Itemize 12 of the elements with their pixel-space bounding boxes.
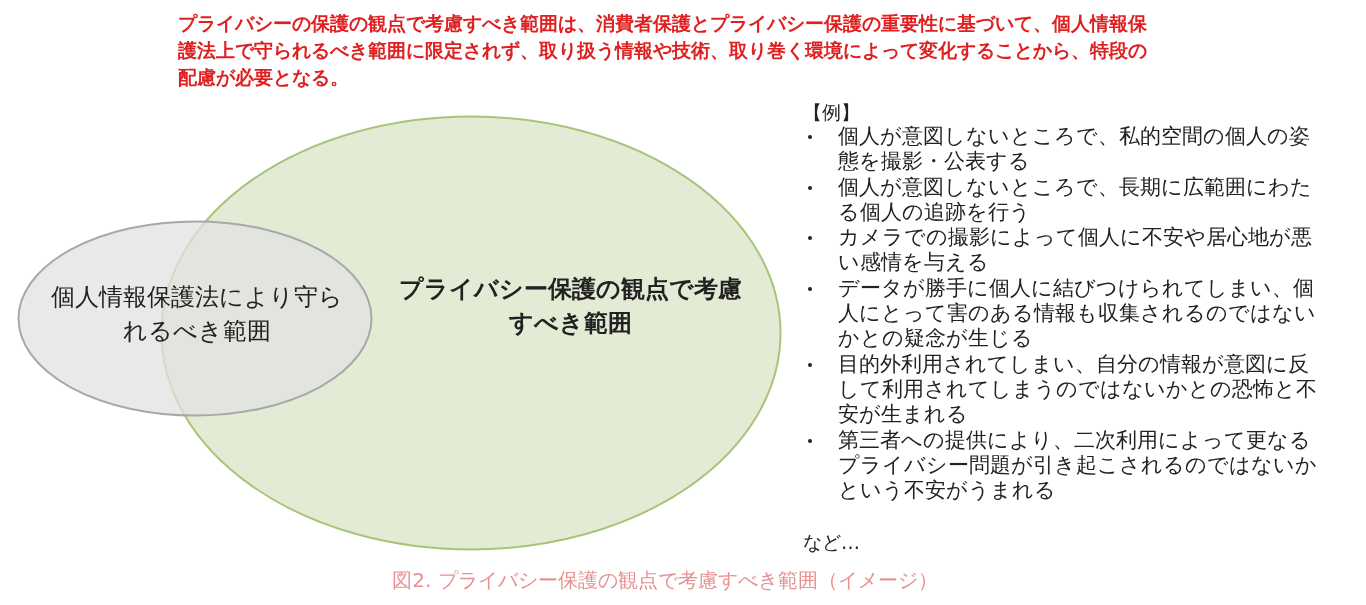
note-text: プライバシーの保護の観点で考慮すべき範囲は、消費者保護とプライバシー保護の重要性に基づいて、個人情報保護法上で守られるべき範囲に限定されず、取り扱う情報や技術、取り巻く環境によって変化することから、特段の配慮が必要となる。 (178, 11, 1148, 90)
region-label: 個人情報保護法により守られるべき範囲 (50, 282, 344, 347)
bullet-item: 個人が意図しないところで、長期に広範囲にわたる個人の追跡を行う (808, 174, 1328, 226)
list-heading: 【例】 (803, 100, 860, 125)
region-label: プライバシー保護の観点で考慮すべき範囲 (397, 274, 743, 339)
bullet-item: 個人が意図しないところで、私的空間の個人の姿態を撮影・公表する (808, 124, 1328, 175)
bullet-item: カメラでの撮影によって個人に不安や居心地が悪い感情を与える (808, 225, 1328, 276)
bullet-item: 目的外利用されてしまい、自分の情報が意図に反して利用されてしまうのではないかとの恐怖と不安が生まれる (808, 351, 1328, 428)
bullet-item: 第三者への提供により、二次利用によって更なるプライバシー問題が引き起こされるのではないかという不安がうまれる (808, 427, 1328, 504)
list-note: など… (803, 530, 860, 555)
bullet-item: データが勝手に個人に結びつけられてしまい、個人にとって害のある情報も収集されるのではないかとの疑念が生じる (808, 275, 1328, 352)
figure-caption: 図2. プライバシー保護の観点で考慮すべき範囲（イメージ） (391, 567, 939, 594)
